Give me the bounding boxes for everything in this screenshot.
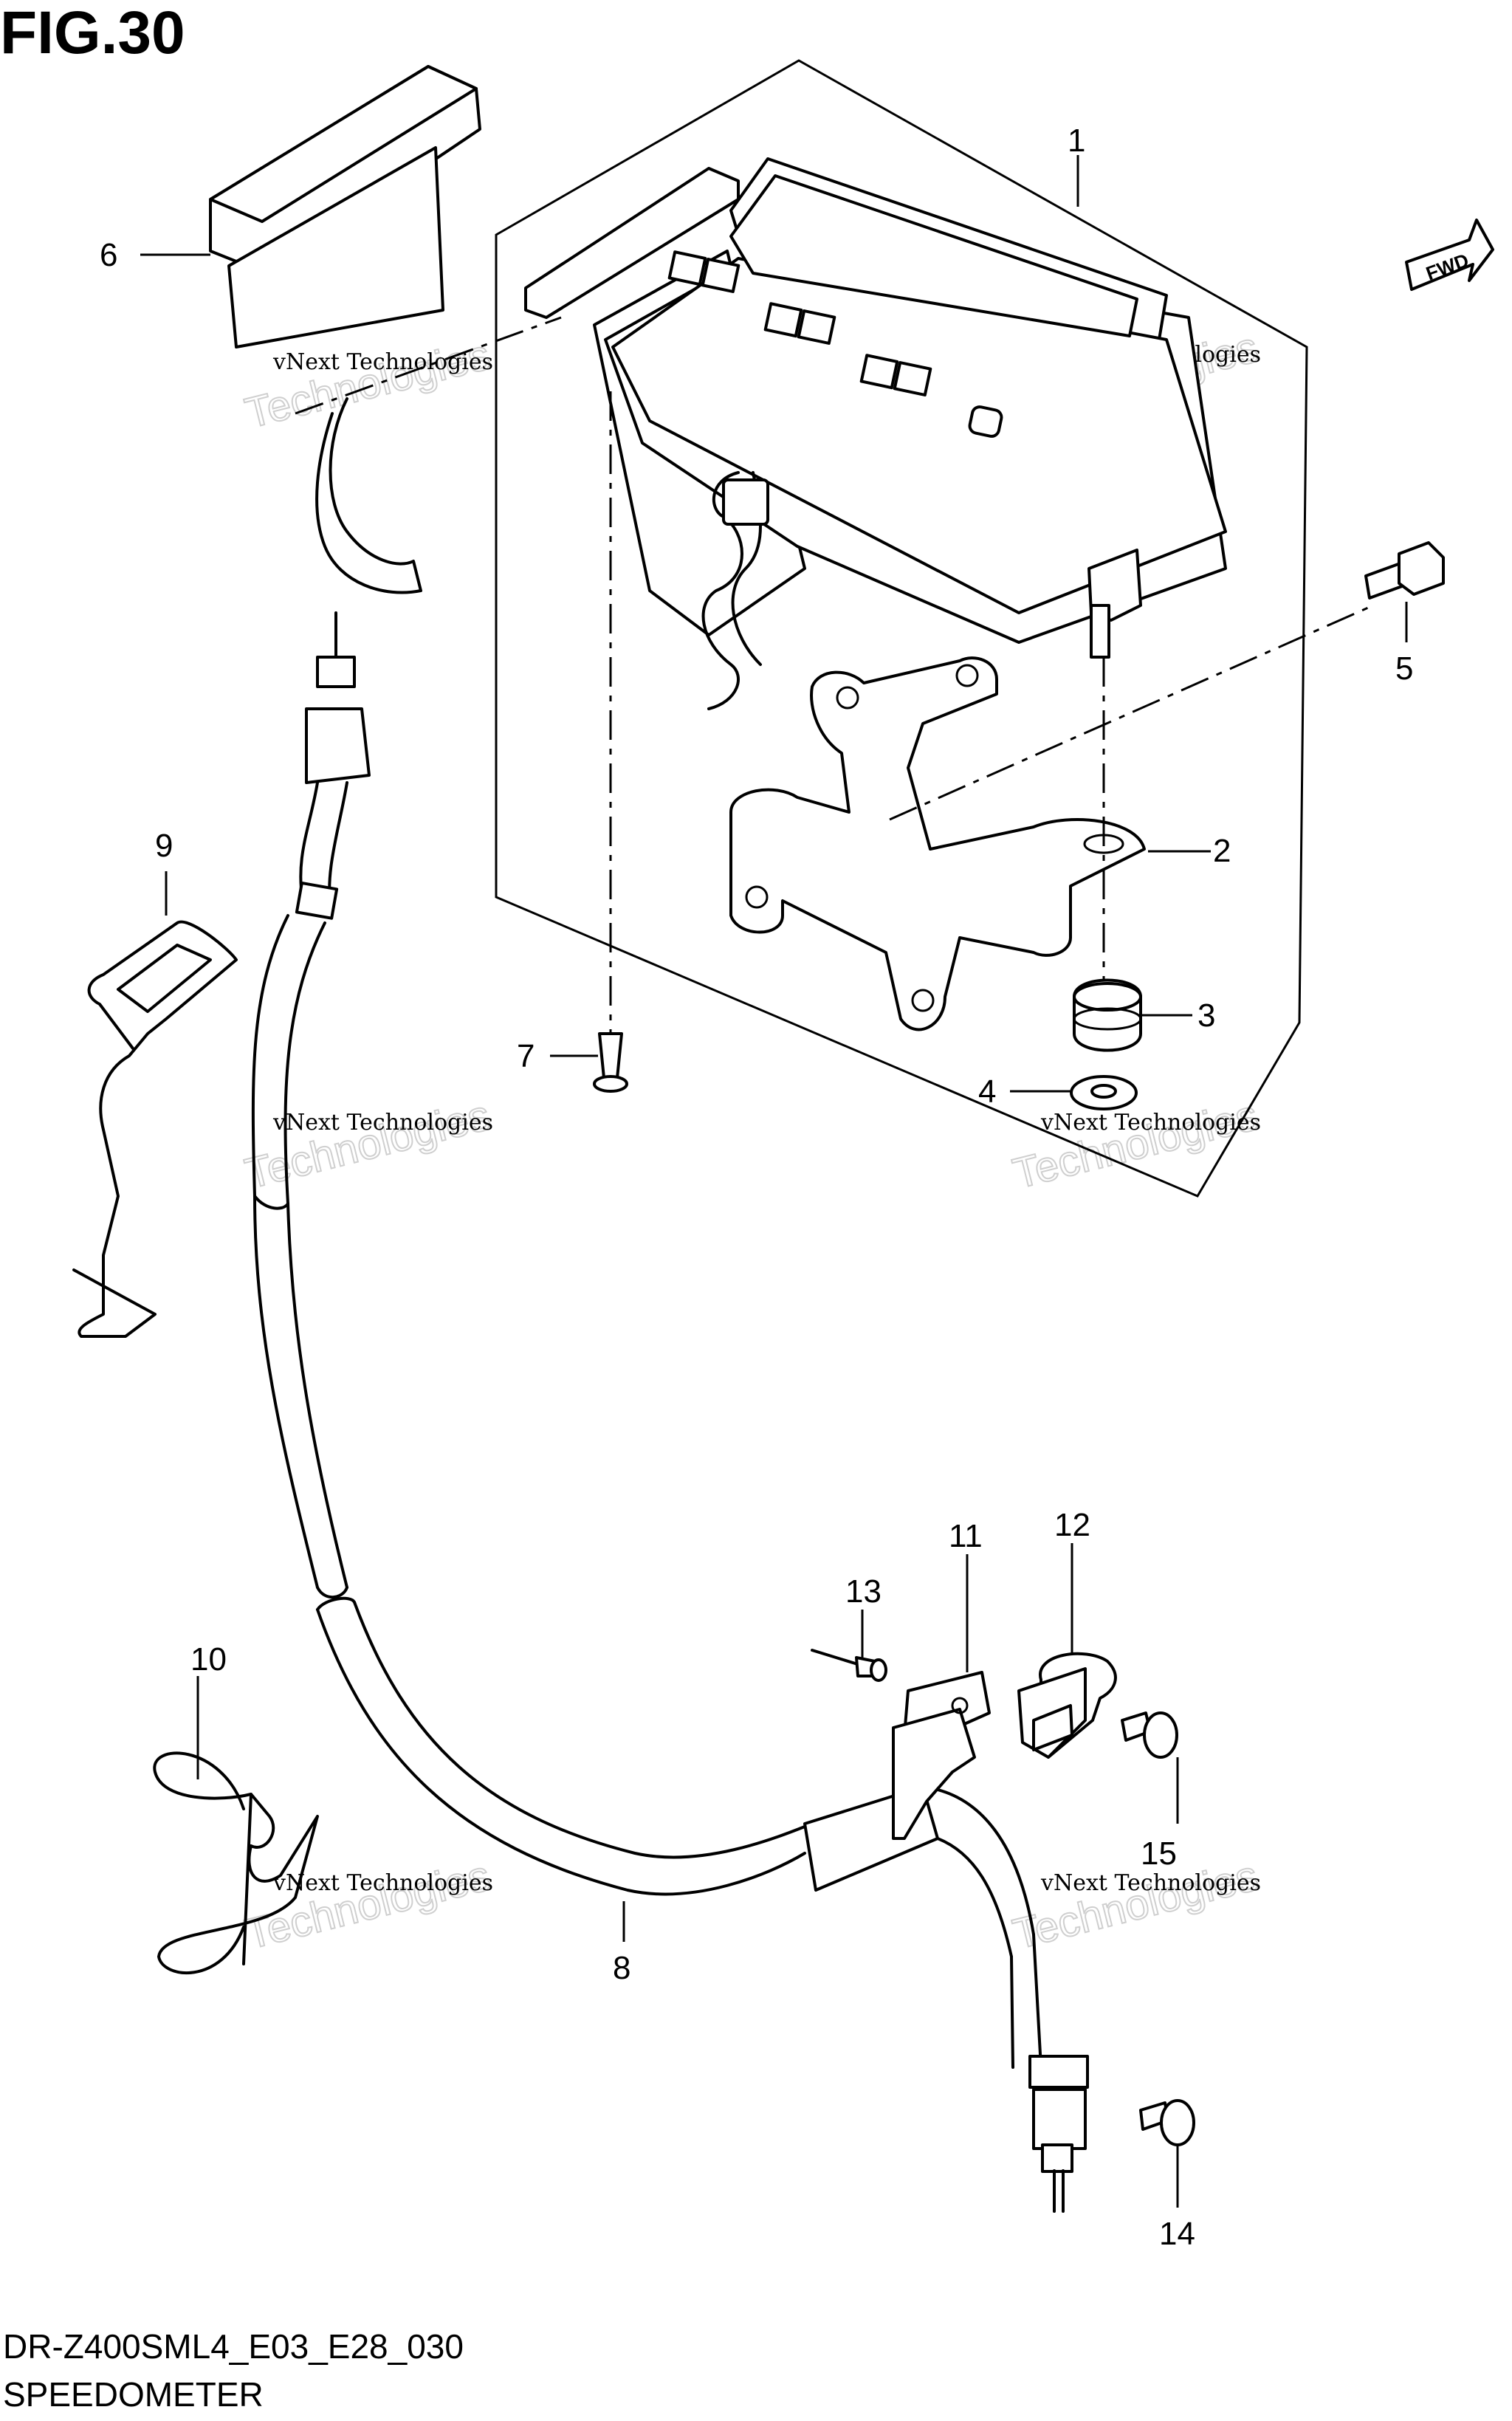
assembly-box <box>495 59 1308 1198</box>
callout-1: 1 <box>1068 123 1085 159</box>
svg-text:vNext Technologies: vNext Technologies <box>272 1110 493 1136</box>
indicator-lamp <box>209 65 481 594</box>
watermark: Technologies vNext Technologies <box>1008 1851 1263 1960</box>
spring-clip <box>153 1751 319 1974</box>
callout-15: 15 <box>1141 1836 1177 1872</box>
grommet <box>1073 978 1142 1052</box>
cable-clamp <box>1017 1652 1117 1759</box>
svg-text:Technologies: Technologies <box>241 1852 495 1959</box>
callout-13: 13 <box>845 1573 882 1610</box>
callout-3: 3 <box>1197 997 1215 1034</box>
svg-text:Technologies: Technologies <box>241 1091 495 1198</box>
figure-title: FIG.30 <box>0 0 185 66</box>
screw-lower <box>1139 2099 1195 2146</box>
bracket <box>729 656 1146 1031</box>
callout-11: 11 <box>949 1518 983 1554</box>
callout-5: 5 <box>1395 650 1413 687</box>
figure-code: DR-Z400SML4_E03_E28_030 <box>3 2327 464 2366</box>
fwd-direction-badge: FWD <box>1405 219 1494 291</box>
screw-upper <box>1121 1711 1178 1759</box>
svg-text:Technologies: Technologies <box>241 331 495 438</box>
callout-9: 9 <box>155 828 173 864</box>
rivet <box>811 1649 887 1682</box>
callout-12: 12 <box>1054 1507 1090 1543</box>
speedometer-unit <box>524 157 1227 710</box>
figure-name: SPEEDOMETER <box>3 2375 264 2414</box>
watermark: Technologies vNext Technologies <box>240 1091 495 1199</box>
washer <box>1070 1075 1138 1110</box>
callout-4: 4 <box>978 1074 996 1110</box>
watermark: Technologies vNext Technologies <box>1008 1091 1263 1199</box>
bolt <box>1364 541 1445 600</box>
svg-text:Technologies: Technologies <box>1008 1091 1262 1198</box>
callout-10: 10 <box>190 1641 227 1677</box>
callout-2: 2 <box>1213 833 1231 869</box>
watermark: Technologies vNext Technologies <box>240 1851 495 1960</box>
svg-text:Technologies: Technologies <box>1008 1852 1262 1959</box>
tapping-screw <box>593 1032 628 1093</box>
callout-7: 7 <box>517 1038 535 1074</box>
leader-lines <box>140 155 1408 2208</box>
cable-clip <box>72 920 238 1338</box>
svg-text:vNext Technologies: vNext Technologies <box>272 1870 493 1896</box>
svg-text:vNext Technologies: vNext Technologies <box>1040 1110 1261 1136</box>
callout-6: 6 <box>100 237 117 273</box>
callout-labels: 1 2 3 4 5 6 7 8 9 10 11 12 13 14 15 <box>100 123 1413 2252</box>
clamp-bracket <box>892 1671 991 1840</box>
svg-text:vNext Technologies: vNext Technologies <box>1040 1870 1261 1896</box>
callout-14: 14 <box>1159 2216 1195 2252</box>
svg-text:vNext Technologies: vNext Technologies <box>272 349 493 375</box>
callout-8: 8 <box>613 1950 630 1986</box>
